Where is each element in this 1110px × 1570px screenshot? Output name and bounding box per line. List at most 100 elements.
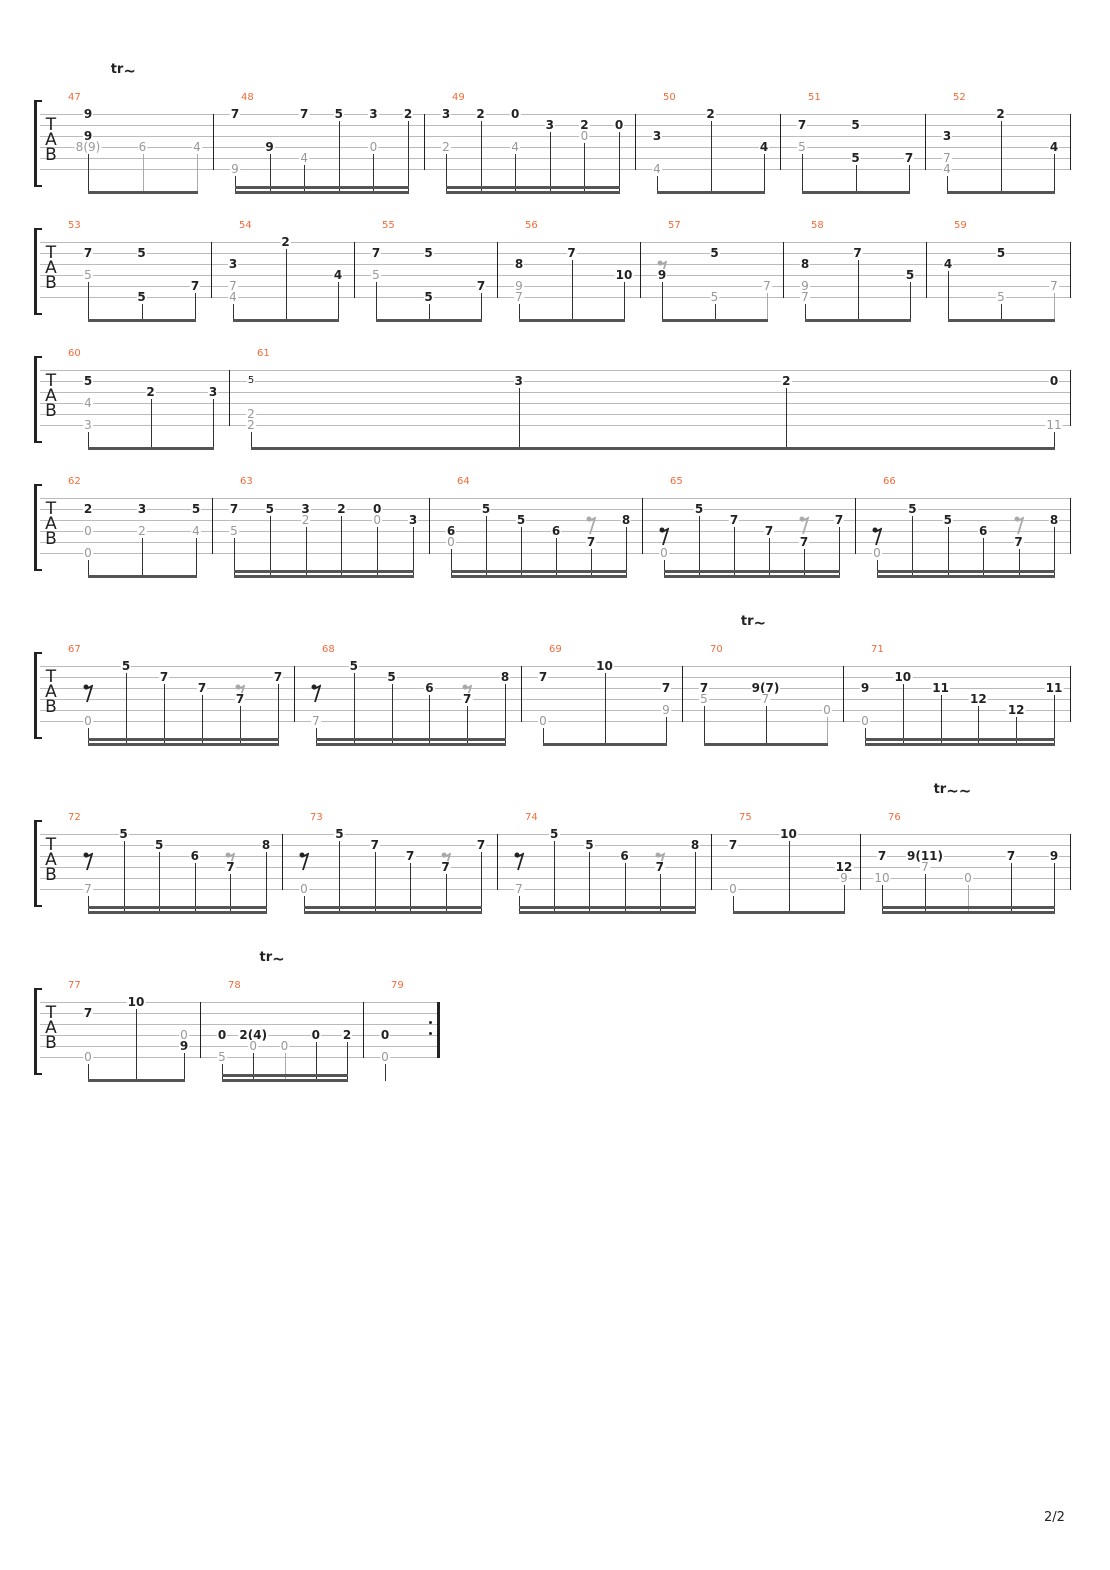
beam	[451, 575, 627, 578]
fret-number: 12	[969, 692, 988, 706]
trill-wave-icon: ~	[123, 62, 136, 80]
fret-number: 7	[852, 246, 863, 260]
fret-number: 9	[82, 129, 94, 143]
system-bracket	[34, 988, 42, 1075]
barline	[282, 834, 283, 890]
staff-line	[40, 275, 1070, 276]
beam	[88, 906, 267, 909]
note-stem	[733, 896, 734, 913]
staff-line	[40, 125, 1070, 126]
note-stem	[88, 896, 89, 913]
tab-clef-letter: A	[45, 130, 57, 150]
beam	[451, 570, 627, 573]
tab-clef-letter: B	[45, 1033, 57, 1053]
eighth-rest-icon	[872, 527, 882, 546]
fret-number: 7	[475, 838, 487, 852]
fret-number: 4	[942, 162, 952, 176]
beam	[733, 911, 845, 914]
fret-number: 4	[332, 268, 344, 282]
barline	[1070, 370, 1071, 426]
fret-number: 5	[348, 659, 359, 673]
note-stem	[786, 388, 788, 449]
note-stem	[195, 293, 196, 321]
fret-number: 7	[82, 1006, 94, 1020]
repeat-dot	[429, 1032, 432, 1035]
staff-line	[40, 1002, 437, 1003]
fret-number: 10	[126, 995, 146, 1009]
note-stem	[480, 121, 482, 193]
barline	[211, 242, 212, 298]
eighth-rest-icon	[586, 516, 596, 535]
beam	[88, 743, 279, 746]
fret-number: 7	[1049, 279, 1059, 293]
fret-number: 5	[699, 692, 709, 706]
fret-number: 7	[158, 670, 170, 684]
tab-clef-letter: B	[45, 865, 57, 885]
measure-number: 61	[257, 348, 270, 359]
fret-number: 0	[538, 714, 548, 728]
system-bracket	[34, 484, 42, 571]
fret-number: 5	[423, 290, 434, 304]
note-stem	[141, 304, 143, 321]
note-stem	[909, 165, 910, 193]
fret-number: 9	[264, 140, 275, 154]
trill-label: tr	[110, 62, 124, 77]
fret-number: 11	[1045, 418, 1063, 432]
fret-number: 2	[280, 235, 291, 249]
note-stem	[1011, 863, 1012, 913]
note-stem	[88, 282, 89, 321]
barline	[682, 666, 683, 722]
measure-number: 66	[883, 476, 896, 487]
barline	[635, 114, 636, 170]
measure-number: 72	[68, 812, 81, 823]
note-stem	[304, 165, 306, 193]
beam	[657, 191, 765, 194]
tab-clef-letter: T	[45, 115, 57, 135]
fret-number: 3	[227, 257, 239, 271]
beam	[877, 570, 1055, 573]
fret-number: 2	[995, 107, 1006, 121]
note-stem	[251, 432, 252, 449]
note-stem	[571, 260, 573, 321]
tab-clef-letter: A	[45, 682, 57, 702]
tab-clef-letter: T	[45, 835, 57, 855]
fret-number: 3	[368, 107, 379, 121]
measure-number: 55	[382, 220, 395, 231]
beam	[304, 911, 482, 914]
staff-line	[40, 542, 1070, 543]
fret-number: 0	[372, 513, 383, 527]
fret-number: 11	[1044, 681, 1064, 695]
staff-line	[40, 509, 1070, 510]
measure-number: 62	[68, 476, 81, 487]
fret-number: 5	[515, 513, 527, 527]
fret-number: 0	[963, 871, 973, 885]
barline	[1070, 114, 1071, 170]
note-stem	[338, 121, 340, 193]
trill-wave-icon: ~	[753, 614, 767, 632]
fret-number: 8	[620, 513, 632, 527]
fret-number: 2	[341, 1028, 353, 1042]
beam	[947, 191, 1055, 194]
beam	[88, 911, 267, 914]
note-stem	[657, 176, 658, 193]
beam	[88, 575, 197, 578]
fret-number: 5	[82, 374, 94, 388]
beam	[235, 186, 409, 189]
trill-wave-icon: ~~	[946, 782, 972, 800]
tab-clef-letter: T	[45, 371, 57, 391]
tab-clef-letter: T	[45, 499, 57, 519]
note-stem	[948, 271, 949, 321]
fret-number: 8	[499, 670, 511, 684]
note-stem	[591, 549, 592, 577]
barline	[926, 242, 927, 298]
fret-number: 9	[839, 871, 849, 885]
note-stem	[446, 154, 447, 193]
fret-number: 5	[942, 513, 953, 527]
note-stem	[429, 695, 431, 745]
fret-number: 7	[228, 502, 240, 516]
measure-number: 54	[239, 220, 252, 231]
staff-line	[40, 710, 1070, 711]
barline	[780, 114, 781, 170]
fret-number: 10	[595, 659, 614, 673]
note-stem	[857, 260, 859, 321]
